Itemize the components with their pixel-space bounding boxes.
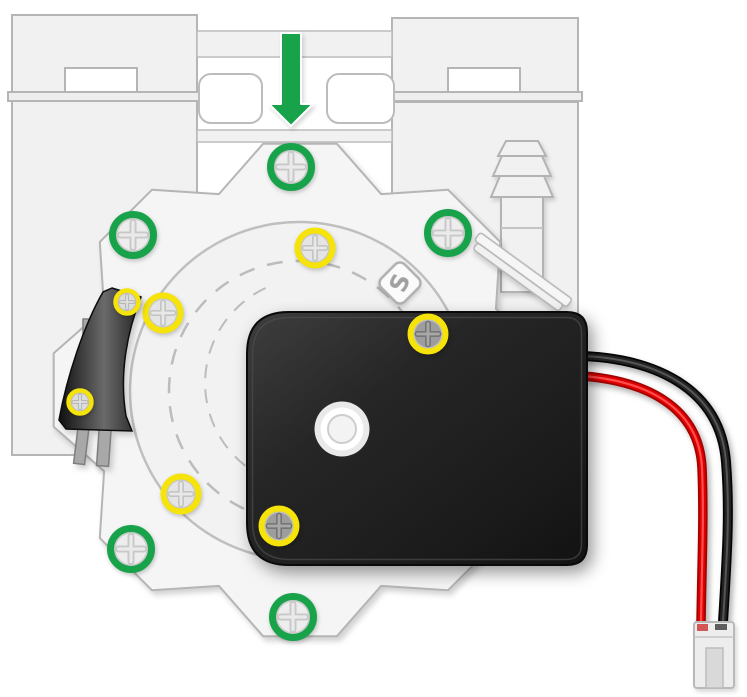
green-screw-1 bbox=[267, 143, 315, 191]
connector-slot bbox=[705, 647, 724, 689]
yellow-housing-screw-2 bbox=[142, 292, 184, 334]
retainer-bar bbox=[473, 232, 572, 311]
green-screw-5 bbox=[269, 593, 317, 641]
lever-screw-1 bbox=[113, 288, 141, 316]
motor-shaft-hole bbox=[314, 401, 370, 457]
green-screw-4 bbox=[107, 525, 155, 573]
motor-cover-rim bbox=[251, 316, 583, 561]
yellow-small-screw-layer bbox=[66, 288, 141, 416]
yellow-housing-screw-3 bbox=[160, 473, 202, 515]
motor-cover-body bbox=[246, 311, 588, 566]
left-bracket-rail bbox=[7, 91, 203, 102]
wire-red bbox=[582, 371, 708, 623]
connector-black-pin bbox=[715, 624, 727, 630]
wire-connector bbox=[693, 621, 735, 689]
motor-cover bbox=[246, 311, 588, 566]
volute-dashed-arc bbox=[204, 287, 267, 475]
yellow-housing-screw-1 bbox=[294, 227, 336, 269]
wire-black bbox=[582, 351, 733, 623]
motor-wires bbox=[582, 351, 733, 623]
motor-screw-1 bbox=[407, 313, 449, 355]
yellow-motor-screw-layer bbox=[258, 313, 449, 547]
green-screw-layer bbox=[107, 143, 472, 641]
yellow-housing-screw-layer bbox=[142, 227, 336, 515]
connector-red-pin bbox=[697, 624, 708, 631]
s-marking: S bbox=[378, 261, 422, 305]
green-screw-3 bbox=[424, 209, 472, 257]
right-bracket-notch bbox=[447, 67, 521, 94]
mounting-slot-left bbox=[198, 73, 263, 124]
right-bracket-rail bbox=[386, 91, 583, 102]
left-bracket-notch bbox=[64, 67, 138, 94]
down-arrow bbox=[268, 32, 314, 127]
mounting-slot-right bbox=[326, 73, 395, 124]
green-screw-2 bbox=[109, 211, 157, 259]
lever-screw-2 bbox=[66, 388, 94, 416]
motor-screw-2 bbox=[258, 505, 300, 547]
channel-band-bottom bbox=[196, 129, 393, 143]
